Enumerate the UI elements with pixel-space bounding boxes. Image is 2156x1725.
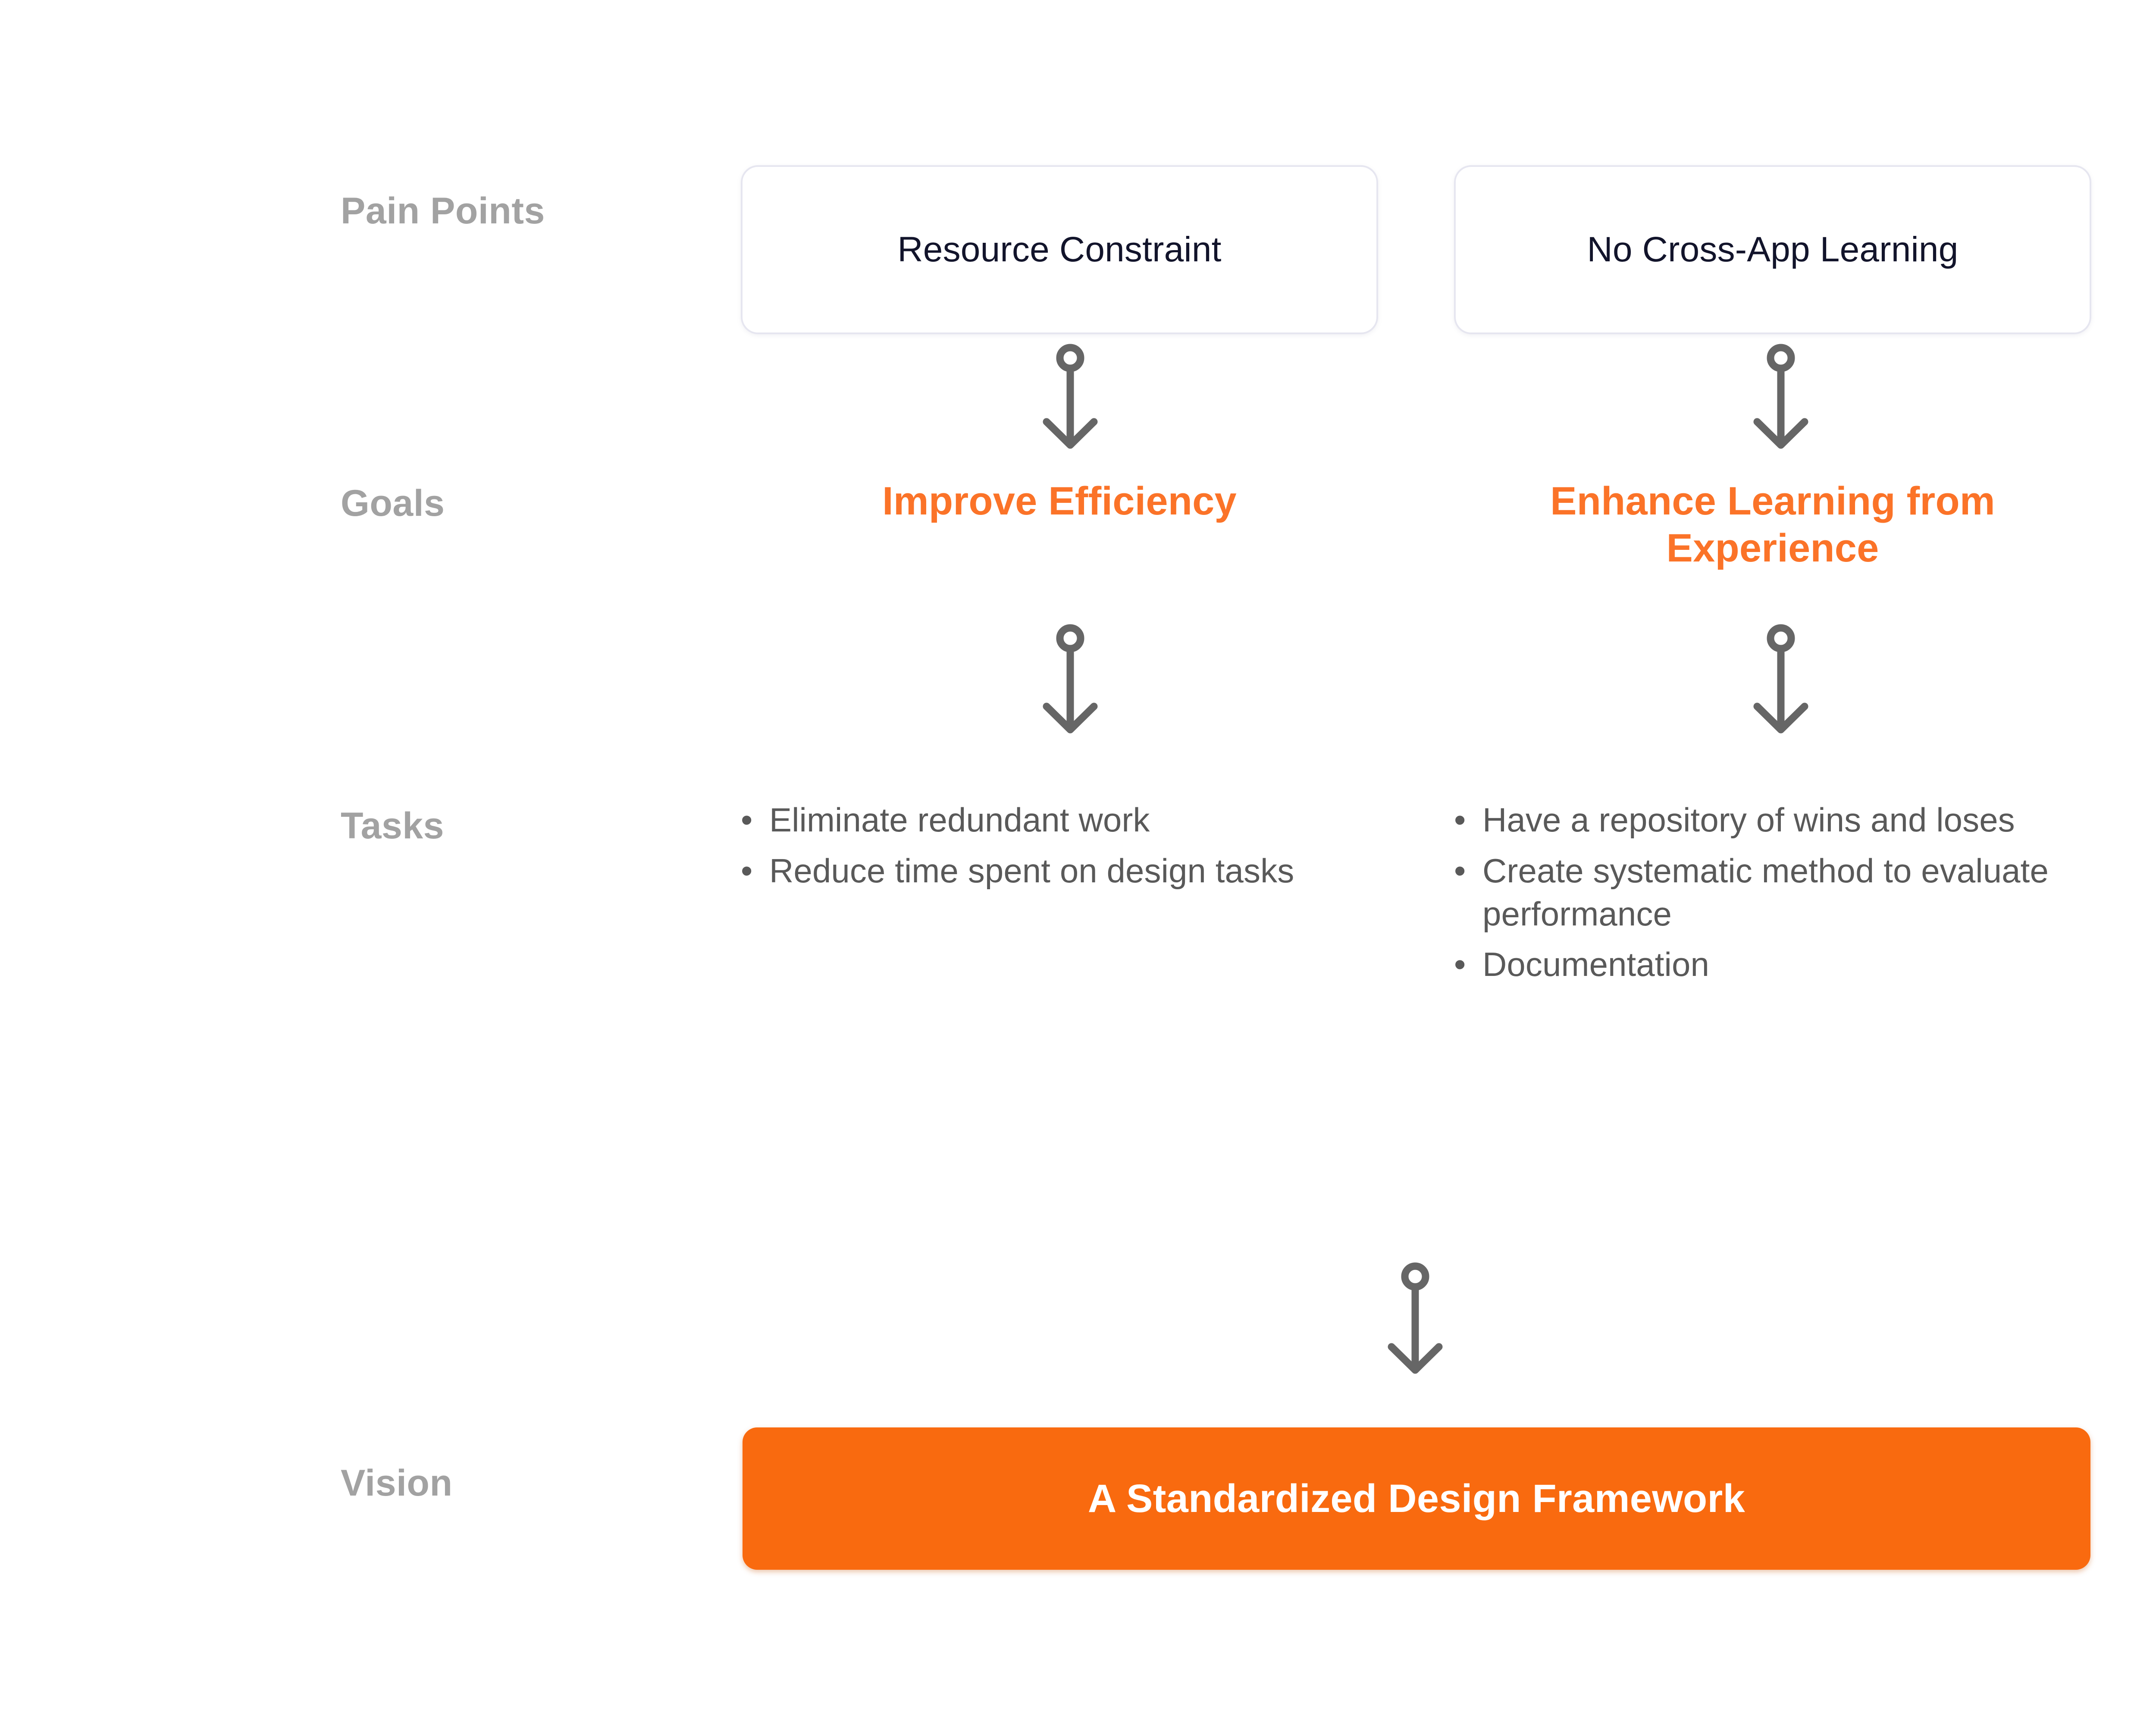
- bullet-icon: •: [1454, 851, 1466, 890]
- row-label-vision: Vision: [341, 1462, 453, 1504]
- pain-point-label-right: No Cross-App Learning: [1587, 230, 1959, 269]
- vision-banner[interactable]: A Standardized Design Framework: [743, 1427, 2090, 1570]
- row-label-tasks: Tasks: [341, 805, 444, 847]
- row-label-pain-points: Pain Points: [341, 190, 545, 232]
- pain-point-label-left: Resource Constraint: [897, 230, 1222, 269]
- pain-point-card-right[interactable]: No Cross-App Learning: [1454, 165, 2091, 334]
- task-item: • Have a repository of wins and loses: [1454, 799, 2109, 842]
- pain-point-card-left[interactable]: Resource Constraint: [741, 165, 1378, 334]
- task-item: • Reduce time spent on design tasks: [741, 850, 1388, 893]
- task-list-left: • Eliminate redundant work • Reduce time…: [741, 799, 1388, 900]
- bullet-icon: •: [1454, 801, 1466, 839]
- arrow-pain-to-goal-left: [1043, 344, 1098, 449]
- vision-label: A Standardized Design Framework: [1087, 1476, 1745, 1521]
- task-text: Create systematic method to evaluate per…: [1482, 851, 2049, 933]
- task-text: Eliminate redundant work: [769, 801, 1150, 839]
- bullet-icon: •: [741, 801, 753, 839]
- row-label-goals: Goals: [341, 483, 445, 524]
- task-text: Reduce time spent on design tasks: [769, 851, 1294, 890]
- task-item: • Documentation: [1454, 943, 2109, 986]
- bullet-icon: •: [1454, 945, 1466, 984]
- goal-label-left: Improve Efficiency: [882, 479, 1237, 523]
- arrow-goal-to-tasks-left: [1043, 624, 1098, 734]
- task-text: Documentation: [1482, 945, 1709, 984]
- arrow-pain-to-goal-right: [1753, 344, 1808, 449]
- task-item: • Create systematic method to evaluate p…: [1454, 850, 2109, 936]
- goal-label-right: Enhance Learning from Experience: [1550, 479, 1995, 570]
- arrow-goal-to-tasks-right: [1753, 624, 1808, 734]
- bullet-icon: •: [741, 851, 753, 890]
- task-item: • Eliminate redundant work: [741, 799, 1388, 842]
- arrow-tasks-to-vision: [1388, 1262, 1443, 1374]
- task-text: Have a repository of wins and loses: [1482, 801, 2015, 839]
- task-list-right: • Have a repository of wins and loses • …: [1454, 799, 2109, 994]
